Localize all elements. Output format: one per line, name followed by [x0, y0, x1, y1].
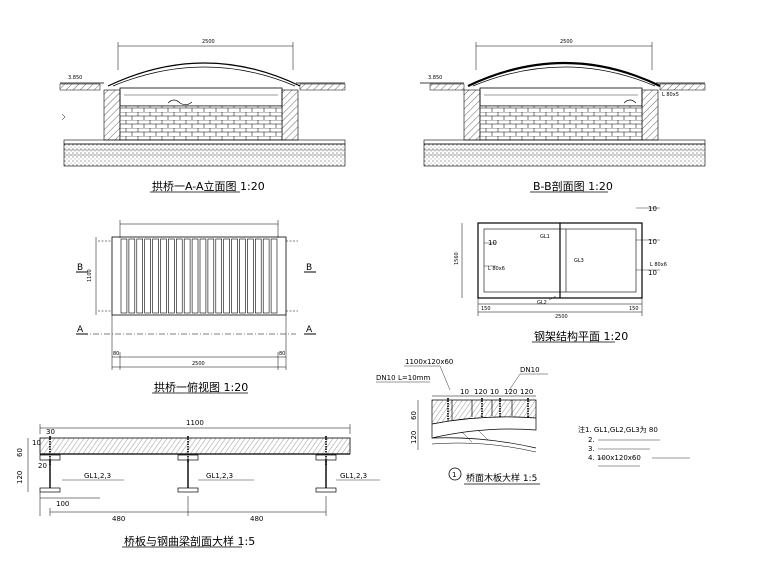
- steel-angle-right: L 80x6: [650, 262, 667, 268]
- steel-height-dim: 1560: [454, 252, 460, 265]
- plan-plank: [176, 238, 183, 314]
- steel-edge-left: 150: [481, 306, 491, 312]
- elevation-aa-level: 3.850: [68, 75, 82, 81]
- note-line-3: 3.: [588, 445, 595, 453]
- section-bb-title: B-B剖面图 1:20: [533, 179, 613, 193]
- steel-gl2: GL2: [537, 300, 547, 306]
- plan-planks: [120, 238, 278, 314]
- plan-height-dim: 1100: [87, 269, 93, 282]
- plan-plank: [120, 238, 128, 314]
- plan-plank: [231, 238, 238, 314]
- plan-side-dim-right: 80: [279, 351, 285, 357]
- beam-left-20: 20: [38, 462, 47, 470]
- beam-left-120: 120: [16, 471, 24, 484]
- plan-plank: [144, 238, 151, 314]
- deck-spacing-5: 120: [520, 388, 533, 396]
- deck-plank-spec: 1100x120x60: [405, 358, 453, 366]
- steel-dim-10-a: 10: [488, 239, 497, 247]
- plan-plank: [183, 238, 191, 314]
- plan-plank: [239, 238, 246, 314]
- section-bb-width-dim: 2500: [560, 39, 573, 45]
- deck-thick-60: 60: [410, 411, 418, 420]
- beam-gl-mid: GL1,2,3: [206, 472, 233, 480]
- note-line-4: 4. 100x120x60: [588, 454, 641, 462]
- plan-marker-b-right: B: [306, 263, 312, 273]
- plan-plank: [168, 238, 175, 314]
- section-bb-steel-note: L 80x5: [662, 92, 679, 98]
- deck-bolt-right: DN10: [520, 366, 540, 374]
- steel-gl1: GL1: [540, 234, 550, 240]
- section-bb-level: 3.850: [428, 75, 442, 81]
- deck-detail-title: 桥面木板大样 1:5: [466, 472, 537, 484]
- deck-spacing-1: 10: [460, 388, 469, 396]
- steel-plan-title: 钢架结构平面 1:20: [534, 329, 628, 343]
- elevation-aa-width-dim: 2500: [202, 39, 215, 45]
- beam-top-dim: 1100: [186, 419, 204, 427]
- plan-plank: [247, 238, 254, 314]
- plan-plank: [136, 238, 144, 314]
- plan-plank: [215, 238, 223, 314]
- plan-view-drawing: 1100 B B A A 80 80 2500: [76, 220, 316, 370]
- steel-plan-drawing: GL1 GL3 GL2 10 L 80x6 10 10 L 80x6 10 15…: [454, 205, 667, 320]
- steel-width-dim: 2500: [555, 314, 568, 320]
- beam-span-left: 480: [112, 515, 125, 523]
- deck-bolt-left: DN10: [376, 374, 396, 382]
- plan-plank: [160, 238, 167, 314]
- deck-bolt-left-len: L=10mm: [398, 374, 430, 382]
- deck-spacing-4: 120: [504, 388, 517, 396]
- steel-gl3: GL3: [574, 258, 584, 264]
- deck-detail-drawing: 1100x120x60 DN10 L=10mm DN10 10 120 10 1…: [376, 358, 548, 481]
- deck-spacing-2: 120: [474, 388, 487, 396]
- plan-plank: [207, 238, 215, 314]
- plan-plank: [191, 238, 199, 314]
- steel-angle-left: L 80x6: [488, 266, 505, 272]
- plan-plank: [270, 238, 278, 314]
- plan-plank: [199, 238, 207, 314]
- plan-marker-a-right: A: [306, 325, 313, 335]
- beam-bottom-100: 100: [56, 500, 69, 508]
- beam-section-drawing: 1100 GL1,2,3 GL1,2,3 GL1,2,3 30 10: [16, 419, 380, 523]
- plan-plank: [128, 238, 136, 314]
- beam-gl-right: GL1,2,3: [340, 472, 367, 480]
- steel-dim-10-d: 10: [648, 269, 657, 277]
- steel-dim-10-c: 10: [648, 238, 657, 246]
- plan-plank: [223, 238, 230, 314]
- elevation-aa-drawing: 2500 3.850: [59, 39, 346, 167]
- note-line-1: 注1. GL1,GL2,GL3为 80: [578, 425, 658, 434]
- steel-dim-10-b: 10: [648, 205, 657, 213]
- plan-plank: [262, 238, 270, 314]
- beam-section-title: 桥板与钢曲梁剖面大样 1:5: [124, 534, 255, 548]
- plan-plank: [255, 238, 262, 314]
- deck-callout: 1: [452, 471, 456, 479]
- plan-marker-a-left: A: [77, 325, 84, 335]
- notes-block: 注1. GL1,GL2,GL3为 80 2. 3. 4. 100x120x60: [578, 425, 690, 467]
- steel-edge-right: 150: [629, 306, 639, 312]
- plan-side-dim-left: 80: [113, 351, 119, 357]
- section-bb-drawing: 2500 3.850 L 80x5: [420, 39, 706, 167]
- deck-bolts: [447, 398, 529, 424]
- note-line-2: 2.: [588, 436, 595, 444]
- plan-width-dim: 2500: [192, 361, 205, 367]
- elevation-aa-title: 拱桥一A-A立面图 1:20: [152, 179, 265, 193]
- beam-left-30: 30: [46, 428, 55, 436]
- plan-plank: [152, 238, 159, 314]
- beam-left-10: 10: [32, 439, 41, 447]
- plan-marker-b-left: B: [77, 263, 83, 273]
- deck-spacing-3: 10: [490, 388, 499, 396]
- plan-view-title: 拱桥一俯视图 1:20: [154, 380, 248, 394]
- beam-left-60: 60: [16, 448, 24, 457]
- beam-gl-left: GL1,2,3: [84, 472, 111, 480]
- beam-span-right: 480: [250, 515, 263, 523]
- deck-thick-120: 120: [410, 431, 418, 444]
- beam-steel-profiles: [39, 454, 337, 493]
